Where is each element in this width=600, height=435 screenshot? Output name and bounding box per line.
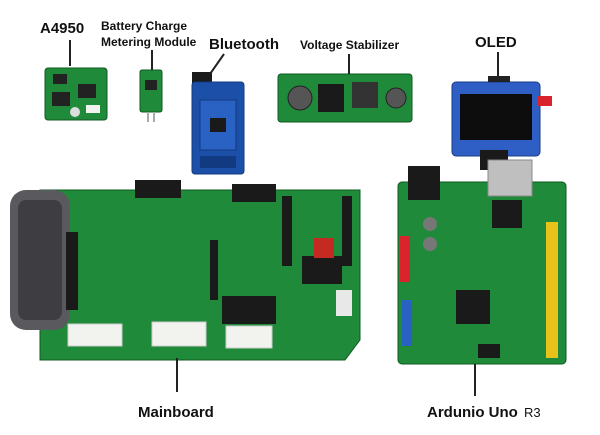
a4950-module: [44, 67, 108, 121]
label-arduino-name: Ardunio Uno: [427, 404, 518, 421]
arduino-uno: [397, 159, 567, 365]
oled-module: [451, 76, 552, 170]
leader-oled: [497, 52, 499, 82]
label-arduino: Ardunio Uno R3: [427, 404, 541, 421]
mainboard: [10, 180, 361, 361]
leader-mainboard: [176, 358, 178, 392]
voltage-stabilizer: [277, 73, 413, 123]
leader-arduino: [474, 364, 476, 396]
battery-module: [139, 69, 163, 122]
label-arduino-suffix: R3: [524, 405, 541, 420]
label-oled: OLED: [475, 34, 517, 51]
bluetooth-module: [191, 72, 245, 175]
label-voltage: Voltage Stabilizer: [300, 38, 400, 52]
leader-voltage: [348, 54, 350, 74]
label-a4950: A4950: [40, 20, 85, 37]
leader-a4950: [69, 40, 71, 66]
label-mainboard: Mainboard: [138, 404, 214, 421]
leader-battery: [151, 50, 153, 70]
label-battery: Battery Charge Metering Module: [101, 19, 197, 49]
label-bluetooth: Bluetooth: [209, 36, 279, 53]
